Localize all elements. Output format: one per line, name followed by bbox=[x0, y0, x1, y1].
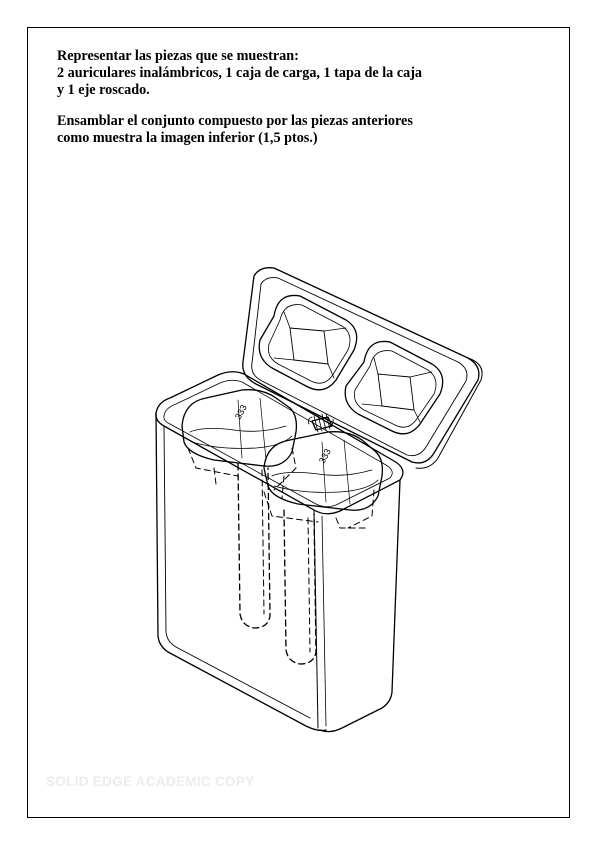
instruction-line: Ensamblar el conjunto compuesto por las … bbox=[57, 113, 413, 129]
threaded-shaft-hinge bbox=[308, 413, 334, 433]
case-lid bbox=[242, 267, 483, 469]
earbud-right-label: 333 bbox=[317, 447, 333, 465]
charging-case-body bbox=[155, 371, 404, 733]
case-right-side bbox=[319, 479, 401, 733]
case-front-corner-inner bbox=[321, 515, 327, 727]
instruction-line: y 1 eje roscado. bbox=[57, 82, 150, 98]
lid-outer-outline bbox=[242, 267, 480, 464]
case-left-side bbox=[155, 412, 327, 732]
instruction-paragraph-parts: Representar las piezas que se muestran: … bbox=[57, 48, 557, 99]
instruction-line: Representar las piezas que se muestran: bbox=[57, 48, 299, 64]
lid-inner-rim bbox=[251, 277, 468, 457]
instruction-line: 2 auriculares inalámbricos, 1 caja de ca… bbox=[57, 65, 423, 81]
instruction-paragraph-assembly: Ensamblar el conjunto compuesto por las … bbox=[57, 113, 557, 147]
lid-thickness-edge bbox=[415, 357, 483, 469]
academic-watermark: SOLID EDGE ACADEMIC COPY bbox=[46, 774, 255, 789]
assignment-instructions: Representar las piezas que se muestran: … bbox=[57, 48, 557, 161]
case-top-inner bbox=[163, 379, 393, 508]
earbud-left-label: 333 bbox=[233, 403, 249, 421]
earbud-left bbox=[181, 389, 298, 629]
earbud-right bbox=[263, 431, 384, 665]
assembly-drawing: 333 333 bbox=[155, 267, 483, 733]
hidden-cavity-lines bbox=[187, 447, 375, 653]
lid-cavity-right bbox=[344, 340, 444, 435]
instruction-line: como muestra la imagen inferior (1,5 pto… bbox=[57, 130, 318, 146]
drawing-sheet-frame: Representar las piezas que se muestran: … bbox=[27, 27, 570, 818]
lid-cavity-left bbox=[258, 294, 358, 391]
case-front-face-edge bbox=[163, 425, 311, 719]
